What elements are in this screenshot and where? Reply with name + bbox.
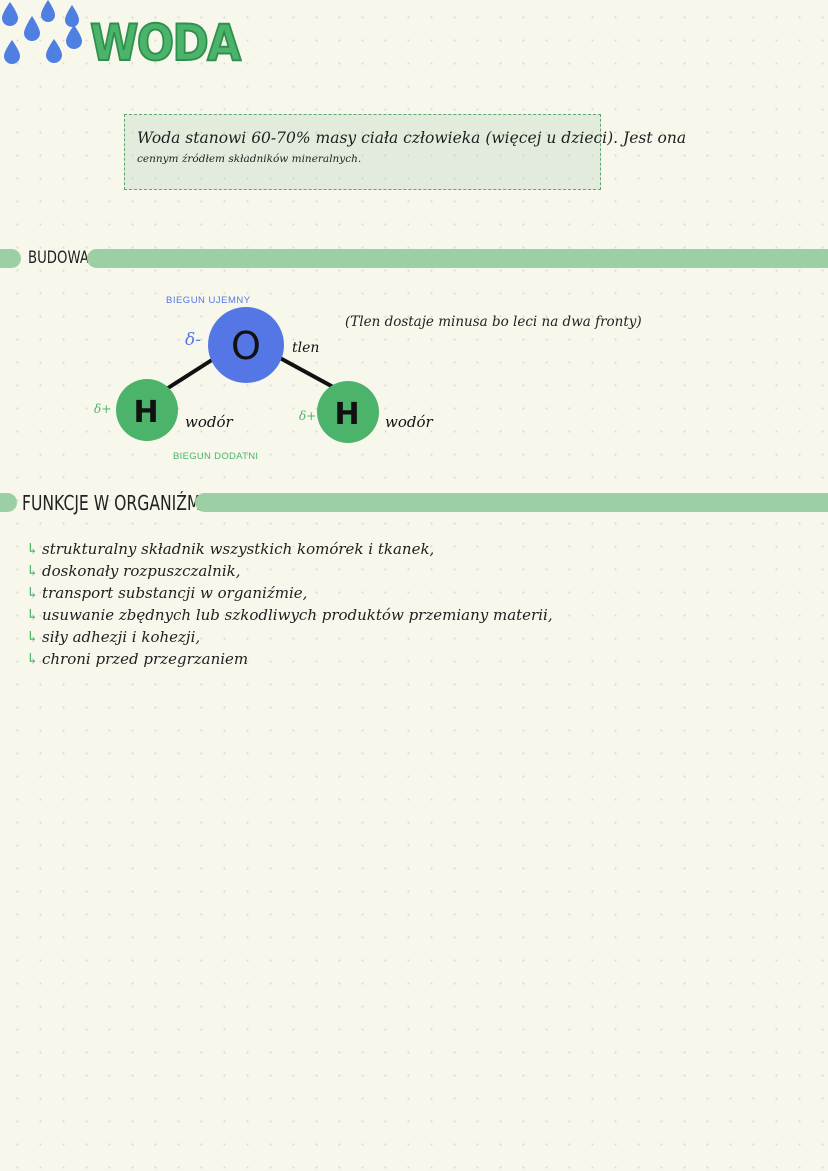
arrow-turn-right-icon: ↳ [26, 628, 39, 646]
section-bar-right [87, 249, 828, 268]
oxygen-name: tlen [292, 340, 319, 356]
section-bar-left [0, 493, 17, 512]
bond-left [166, 356, 217, 390]
delta-plus-left-label: δ+ [94, 402, 111, 416]
water-drop-icon [46, 39, 62, 63]
hydrogen-atom-left [116, 379, 178, 441]
page-title: WODA [89, 13, 242, 73]
delta-plus-right-label: δ+ [299, 409, 316, 423]
water-drop-icon [41, 0, 55, 22]
water-molecule-diagram: BIEGUN UJEMNY BIEGUN DODATNI δ- δ+ δ+ O … [94, 295, 642, 462]
negative-pole-label: BIEGUN UJEMNY [166, 295, 251, 306]
arrow-turn-right-icon: ↳ [26, 584, 39, 602]
bond-right [278, 356, 337, 390]
intro-line-2: cennym źródłem składników mineralnych. [137, 153, 362, 165]
water-drop-icon [66, 25, 82, 49]
hydrogen-symbol-right: H [334, 397, 359, 432]
list-item: ↳transport substancji w organiźmie, [26, 582, 806, 604]
list-item: ↳usuwanie zbędnych lub szkodliwych produ… [26, 604, 806, 626]
hydrogen-name-left: wodór [185, 413, 234, 431]
list-item-text: transport substancji w organiźmie, [42, 584, 308, 602]
list-item-text: chroni przed przegrzaniem [42, 650, 249, 668]
water-drop-icon [4, 40, 20, 64]
section-title-budowa: BUDOWA [28, 248, 89, 268]
oxygen-symbol: O [231, 324, 261, 368]
functions-list: ↳strukturalny składnik wszystkich komóre… [26, 538, 806, 670]
hydrogen-symbol-left: H [133, 395, 158, 430]
list-item-text: siły adhezji i kohezji, [42, 628, 201, 646]
list-item: ↳siły adhezji i kohezji, [26, 626, 806, 648]
delta-minus-label: δ- [185, 330, 201, 350]
arrow-turn-right-icon: ↳ [26, 562, 39, 580]
list-item: ↳chroni przed przegrzaniem [26, 648, 806, 670]
list-item: ↳doskonały rozpuszczalnik, [26, 560, 806, 582]
intro-box: Woda stanowi 60-70% masy ciała człowieka… [124, 114, 687, 190]
list-item-text: usuwanie zbędnych lub szkodliwych produk… [42, 606, 553, 624]
oxygen-note: (Tlen dostaje minusa bo leci na dwa fron… [345, 314, 642, 330]
arrow-turn-right-icon: ↳ [26, 650, 39, 668]
list-item-text: strukturalny składnik wszystkich komórek… [42, 540, 435, 558]
positive-pole-label: BIEGUN DODATNI [173, 451, 258, 462]
list-item: ↳strukturalny składnik wszystkich komóre… [26, 538, 806, 560]
water-drops-icon [2, 0, 82, 64]
water-drop-icon [2, 2, 18, 26]
water-drop-icon [65, 5, 79, 27]
section-bar-left [0, 249, 21, 268]
hydrogen-atom-right [317, 381, 379, 443]
oxygen-atom [208, 307, 284, 383]
water-drop-icon [24, 16, 40, 41]
section-bar-right [195, 493, 828, 512]
arrow-turn-right-icon: ↳ [26, 540, 39, 558]
section-title-funkcje: FUNKCJE W ORGANIŹMIE [22, 491, 215, 515]
intro-line-1: Woda stanowi 60-70% masy ciała człowieka… [137, 129, 687, 147]
arrow-turn-right-icon: ↳ [26, 606, 39, 624]
list-item-text: doskonały rozpuszczalnik, [42, 562, 241, 580]
hydrogen-name-right: wodór [385, 413, 434, 431]
